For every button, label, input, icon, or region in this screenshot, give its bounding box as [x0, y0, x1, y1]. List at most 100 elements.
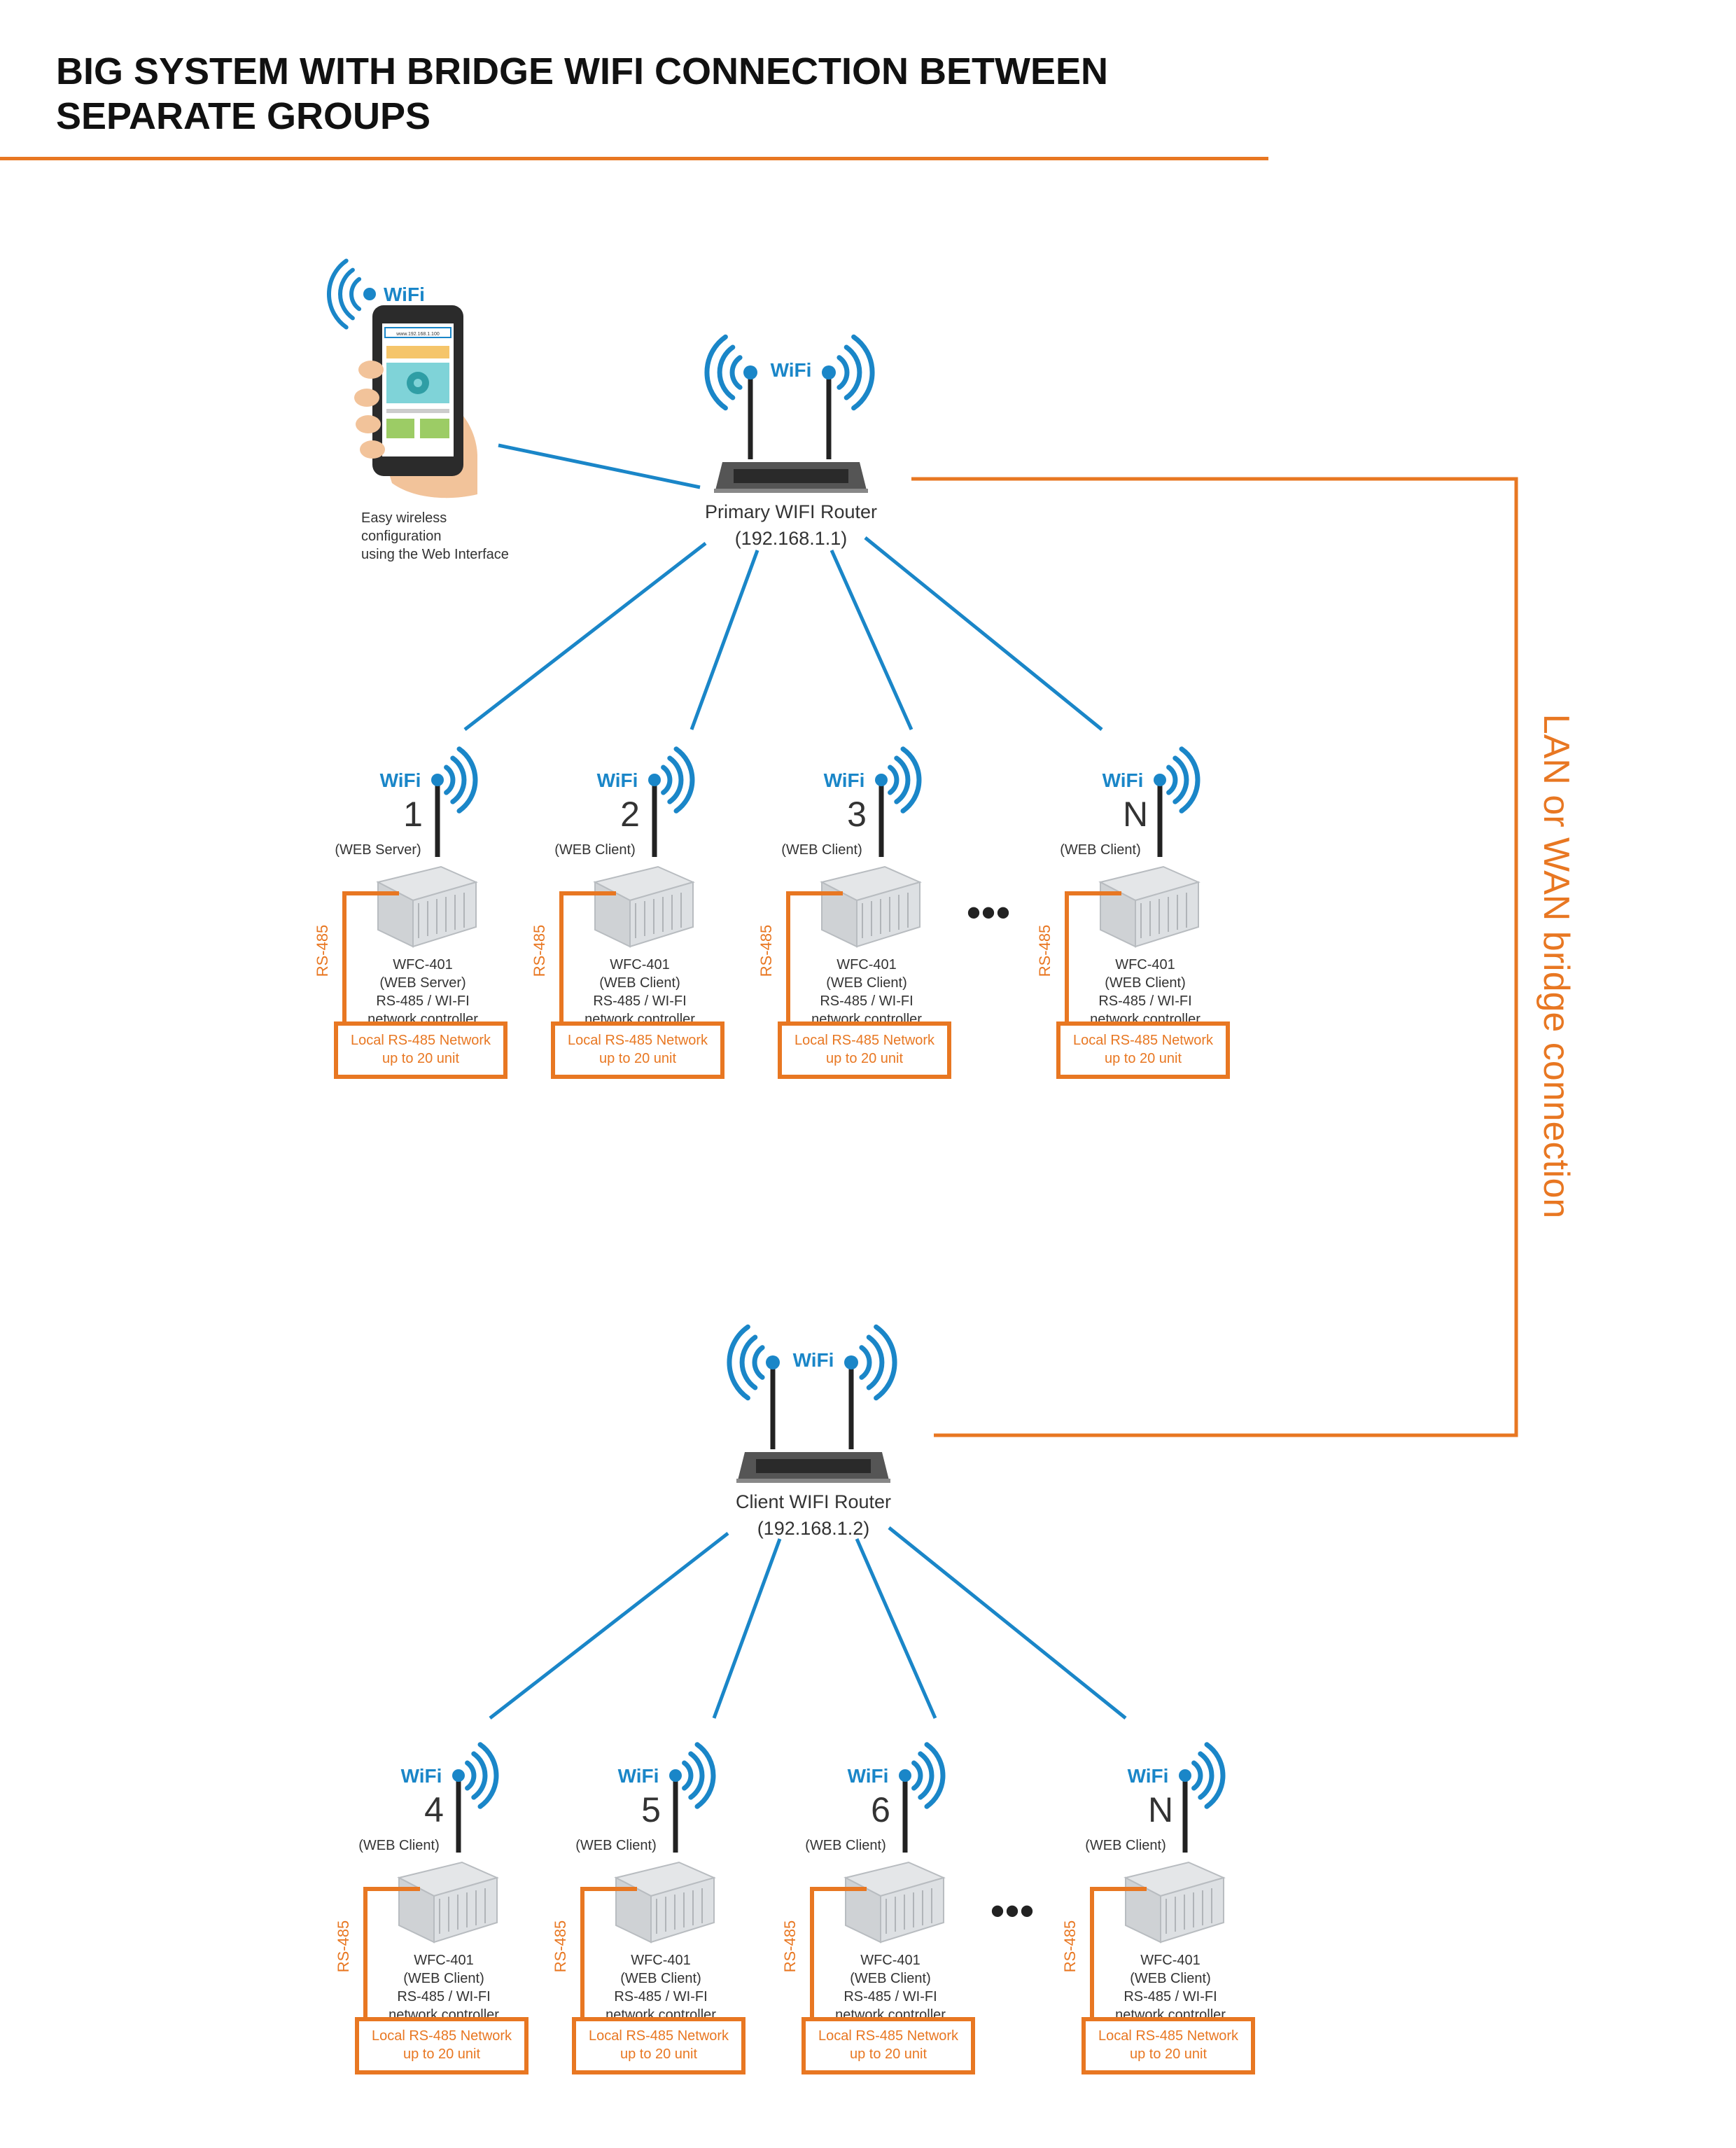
- wifi-wave: [688, 1751, 705, 1800]
- device-desc-line: (WEB Client): [403, 1971, 484, 1986]
- antenna-dot: [844, 1355, 858, 1369]
- wifi-wave: [727, 1324, 750, 1401]
- controller-front: [1160, 1876, 1224, 1944]
- device-role: (WEB Client): [781, 842, 862, 858]
- wifi-wave: [444, 765, 456, 795]
- wifi-wave: [704, 334, 728, 411]
- router-display: [756, 1459, 871, 1473]
- rs485-network-box: [1056, 1021, 1230, 1079]
- rs485-network-box: [1082, 2017, 1255, 2074]
- ellipsis-group-1: •••: [966, 889, 1010, 936]
- wifi-waves-icon: [326, 258, 362, 330]
- wifi-wave: [477, 1742, 499, 1809]
- title-line-1: BIG SYSTEM WITH BRIDGE WIFI CONNECTION B…: [56, 50, 1108, 92]
- finger: [360, 440, 385, 459]
- rs485-network-box: [355, 2017, 528, 2074]
- bridge-label: LAN or WAN bridge connection: [1536, 714, 1576, 1219]
- antenna-dot: [822, 365, 836, 379]
- wifi-wave: [729, 355, 743, 390]
- bridge-connection-line: [911, 477, 1518, 1437]
- phone-tile: [420, 419, 449, 438]
- router-wifi-label: WiFi: [771, 359, 812, 381]
- controller-front: [629, 881, 694, 948]
- router-name: Client WIFI Router: [736, 1491, 891, 1512]
- router-base: [714, 489, 868, 493]
- phone-caption-line: Easy wireless: [361, 510, 447, 526]
- device-desc-line: (WEB Client): [1130, 1971, 1211, 1986]
- wifi-wave: [752, 1345, 765, 1380]
- device-wifi-label: WiFi: [1128, 1765, 1169, 1787]
- page-title: BIG SYSTEM WITH BRIDGE WIFI CONNECTION B…: [56, 49, 1108, 139]
- device-desc-line: WFC-401: [860, 1953, 920, 1968]
- wifi-waves-icon: [1191, 1742, 1226, 1809]
- wifi-link-line: [888, 1526, 1127, 1720]
- rs485-wire: [559, 891, 616, 1024]
- device-desc-line: RS-485 / WI-FI: [820, 993, 913, 1009]
- wifi-link-line: [830, 549, 913, 731]
- rs485-label: RS-485: [1061, 1920, 1079, 1973]
- phone-line: [386, 409, 449, 413]
- device-number: 2: [620, 795, 640, 834]
- wifi-wave: [682, 1760, 694, 1791]
- phone-banner: [386, 346, 449, 358]
- device-desc-line: RS-485 / WI-FI: [614, 1989, 707, 2004]
- rs485-network-box: [572, 2017, 746, 2074]
- device-desc-line: RS-485 / WI-FI: [376, 993, 469, 1009]
- phone-tile: [386, 419, 414, 438]
- router-base: [736, 1479, 890, 1483]
- rs485-label: RS-485: [531, 925, 548, 977]
- device-desc-line: RS-485 / WI-FI: [844, 1989, 937, 2004]
- wifi-wave: [874, 1324, 897, 1401]
- antenna-dot: [648, 774, 661, 786]
- rs485-network-box: [802, 2017, 975, 2074]
- antenna-dot: [743, 365, 757, 379]
- rs485-label: RS-485: [314, 925, 331, 977]
- wifi-wave: [1166, 765, 1178, 795]
- rs485-network-text: Local RS-485 Network: [1073, 1033, 1214, 1048]
- gear-hole: [414, 379, 422, 387]
- wifi-link-line: [864, 536, 1103, 731]
- rs485-network-text: up to 20 unit: [599, 1051, 677, 1066]
- device-number: N: [1148, 1790, 1173, 1829]
- antenna-dot: [875, 774, 888, 786]
- device-number: 6: [871, 1790, 890, 1829]
- rs485-label: RS-485: [781, 1920, 799, 1973]
- wifi-wave: [859, 1345, 872, 1380]
- wifi-waves-icon: [836, 334, 875, 411]
- wifi-wave: [924, 1742, 946, 1809]
- rs485-network-text: Local RS-485 Network: [1098, 2028, 1239, 2044]
- rs485-network-text: up to 20 unit: [826, 1051, 904, 1066]
- wifi-waves-icon: [444, 746, 478, 814]
- device-role: (WEB Client): [1085, 1838, 1166, 1853]
- rs485-network-text: Local RS-485 Network: [568, 1033, 708, 1048]
- rs485-wire: [342, 891, 399, 1024]
- rs485-network-text: up to 20 unit: [620, 2046, 698, 2062]
- device-wifi-label: WiFi: [1102, 769, 1144, 791]
- rs485-network-text: up to 20 unit: [1105, 1051, 1182, 1066]
- wifi-wave: [894, 755, 911, 804]
- rs485-network-text: Local RS-485 Network: [818, 2028, 959, 2044]
- wifi-wave: [1172, 755, 1189, 804]
- wifi-wave: [717, 344, 736, 400]
- device-number: 4: [424, 1790, 444, 1829]
- device-desc-line: RS-485 / WI-FI: [1098, 993, 1191, 1009]
- device-wifi-label: WiFi: [380, 769, 421, 791]
- wifi-wave: [471, 1751, 488, 1800]
- device-desc-line: (WEB Client): [850, 1971, 931, 1986]
- rs485-network-text: Local RS-485 Network: [372, 2028, 512, 2044]
- wifi-wave: [349, 277, 362, 312]
- wifi-wave: [1191, 1760, 1203, 1791]
- device-desc-line: WFC-401: [414, 1953, 474, 1968]
- controller-front: [1135, 881, 1199, 948]
- rs485-label: RS-485: [335, 1920, 352, 1973]
- device-wifi-label: WiFi: [597, 769, 638, 791]
- wifi-wave: [465, 1760, 477, 1791]
- finger: [354, 389, 379, 407]
- rs485-wire: [810, 1887, 867, 2019]
- wifi-link-line: [855, 1537, 937, 1720]
